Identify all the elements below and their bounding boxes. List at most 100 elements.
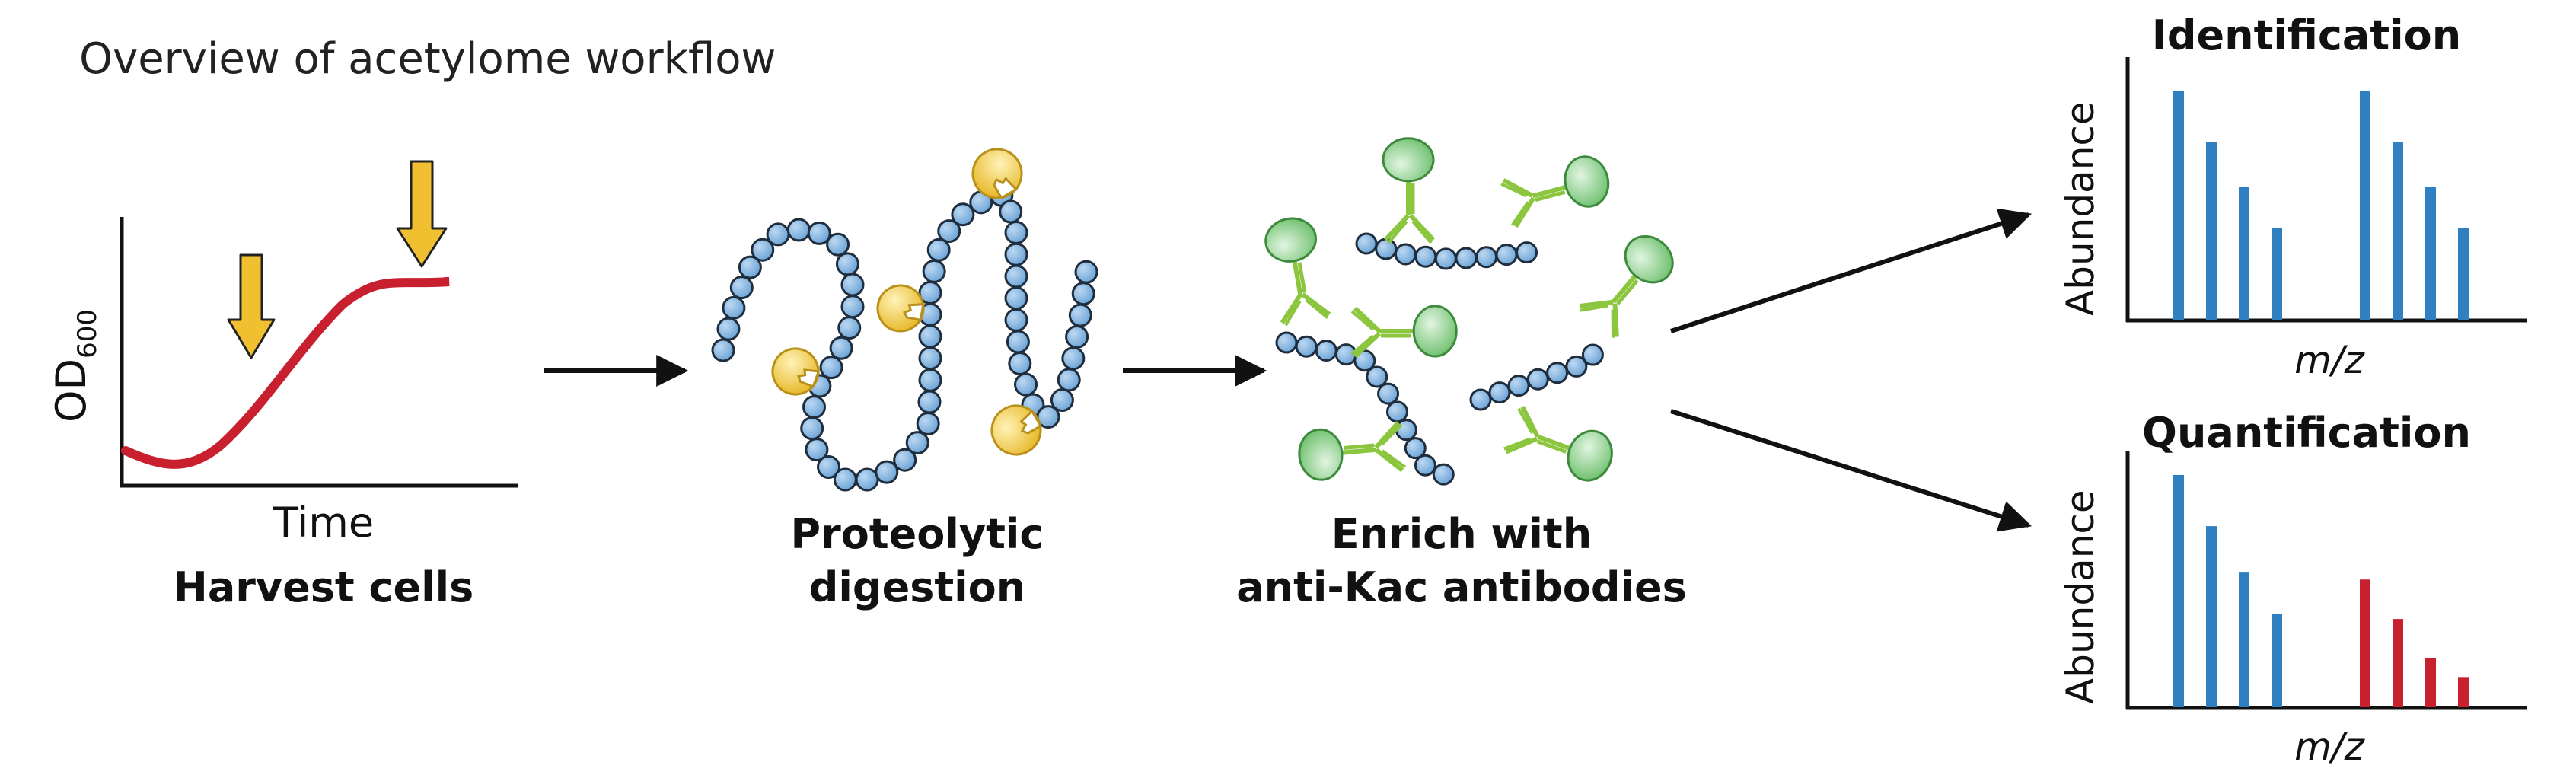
quantification-title: Quantification [2142,409,2471,457]
amino-acid-bead [1581,343,1604,366]
harvest-cells-caption: Harvest cells [174,563,474,611]
identification-bar-3 [2239,187,2249,320]
amino-acid-bead [1014,372,1038,397]
amino-acid-bead [1295,335,1318,358]
amino-acid-bead [1432,463,1455,486]
amino-acid-bead [926,238,951,262]
antibody-bead-icon [1500,155,1610,228]
amino-acid-bead [937,219,961,244]
amino-acid-bead [1516,241,1538,264]
amino-acid-bead [807,221,831,245]
antibody-bead-icon [1298,421,1407,481]
amino-acid-bead [918,346,942,371]
amino-acid-bead [840,273,865,297]
quantification-bars [2173,475,2469,707]
amino-acid-bead [1071,282,1095,306]
amino-acid-bead [833,467,857,492]
amino-acid-bead [1414,454,1436,477]
amino-acid-bead [999,199,1023,224]
amino-acid-bead [1006,330,1030,354]
peptide-chain [711,183,1098,492]
amino-acid-bead [1385,400,1408,423]
amino-acid-bead [917,390,942,414]
protease-icon [990,404,1042,456]
amino-acid-bead [1061,346,1086,371]
antibody-bead-icon [1350,305,1458,359]
harvest-arrow-1 [227,253,276,359]
amino-acid-bead [766,222,790,247]
quantification-bar-7 [2425,658,2436,707]
amino-acid-bead [1455,247,1478,269]
amino-acid-bead [819,356,843,380]
identification-bar-6 [2393,142,2403,320]
amino-acid-bead [1004,242,1028,266]
protease-icon [971,148,1023,199]
identification-ylabel: Abundance [2058,101,2103,316]
identification-bar-5 [2360,91,2370,320]
amino-acid-bead [1434,247,1457,270]
amino-acid-bead [1394,243,1417,266]
amino-acid-bead [1065,324,1089,349]
growth-ylabel: OD600 [47,309,103,422]
amino-acid-bead [1068,303,1092,327]
enrich-caption-line1: Enrich with [1331,510,1592,558]
amino-acid-bead [1074,260,1098,284]
amino-acid-bead [1355,232,1378,255]
amino-acid-bead [918,324,942,349]
amino-acid-bead [1004,308,1028,332]
peptide-fragment-3 [1469,343,1604,411]
identification-panel: Identification Abundance m/z [2058,11,2527,382]
amino-acid-bead [786,218,811,242]
amino-acid-bead [1565,355,1588,378]
amino-acid-bead [711,338,735,362]
amino-acid-bead [922,259,946,283]
amino-acid-bead [905,431,929,455]
amino-acid-bead [729,276,754,300]
growth-plot: OD600 Time Harvest cells [47,160,518,611]
identification-bar-1 [2173,91,2184,320]
amino-acid-bead [805,438,829,462]
protease-icon [876,284,925,333]
amino-acid-bead [840,295,865,319]
amino-acid-bead [837,316,862,340]
amino-acid-bead [951,202,975,227]
amino-acid-bead [817,455,841,480]
amino-acid-bead [1395,419,1417,442]
identification-bar-7 [2425,187,2436,320]
quantification-bar-4 [2272,614,2282,707]
amino-acid-bead [1488,381,1511,404]
amino-acid-bead [1057,368,1081,392]
peptide-fragment-1 [1355,232,1538,270]
growth-curve [121,277,450,469]
amino-acid-bead [1050,388,1074,413]
quantification-bar-8 [2458,677,2469,707]
quantification-bar-5 [2360,579,2370,707]
amino-acid-bead [916,411,940,435]
amino-acid-bead [826,232,850,257]
amino-acid-bead [1366,365,1388,388]
amino-acid-bead [1353,349,1376,372]
amino-acid-bead [1495,244,1518,266]
protease-icon [771,347,821,396]
amino-acid-bead [1526,368,1549,391]
antibody-bead-icon [1264,217,1331,327]
amino-acid-bead [1404,437,1427,460]
amino-acid-bead [1004,264,1028,289]
amino-acid-bead [893,448,917,472]
amino-acid-bead [1377,382,1400,405]
enrich-caption-line2: anti-Kac antibodies [1236,563,1687,611]
flow-arrow-quantification [1670,409,2032,532]
quantification-xlabel: m/z [2294,725,2366,769]
antibody-bead-icon [1580,235,1674,338]
amino-acid-bead [1507,375,1530,397]
amino-acid-bead [738,255,762,279]
antibody-bead-icon [1382,137,1436,244]
amino-acid-bead [1469,388,1492,411]
amino-acid-bead [1475,246,1498,269]
antibody-bead-icon [1503,406,1613,482]
amino-acid-bead [722,295,746,320]
amino-acid-bead [918,368,942,392]
amino-acid-bead [800,416,824,441]
amino-acid-bead [751,238,775,262]
